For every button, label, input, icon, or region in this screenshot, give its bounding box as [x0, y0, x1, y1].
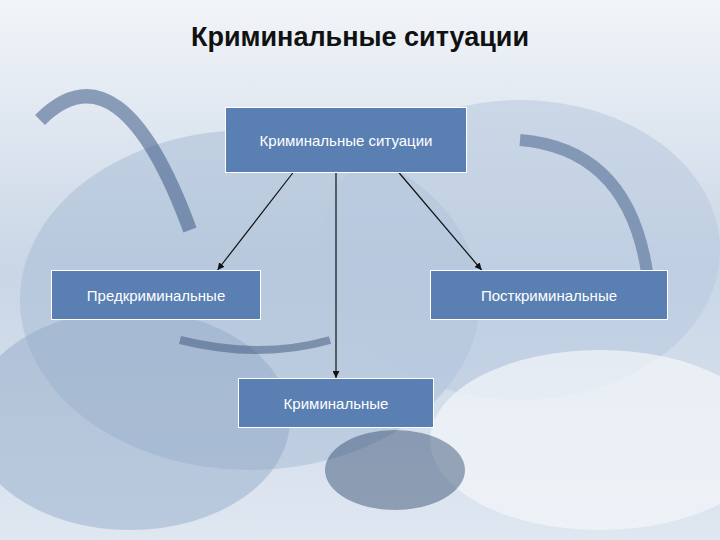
box-label: Криминальные: [284, 395, 389, 412]
arrow-connector: [335, 173, 336, 378]
process-box: Посткриминальные: [430, 270, 668, 320]
process-box: Криминальные: [238, 378, 434, 428]
arrow-connector: [399, 173, 481, 270]
process-box: Криминальные ситуации: [225, 107, 467, 173]
arrow-connector: [218, 173, 293, 270]
box-label: Предкриминальные: [87, 287, 225, 304]
box-label: Посткриминальные: [481, 287, 617, 304]
diagram-title: Криминальные ситуации: [0, 22, 720, 53]
box-label: Криминальные ситуации: [260, 132, 433, 149]
process-box: Предкриминальные: [51, 270, 261, 320]
